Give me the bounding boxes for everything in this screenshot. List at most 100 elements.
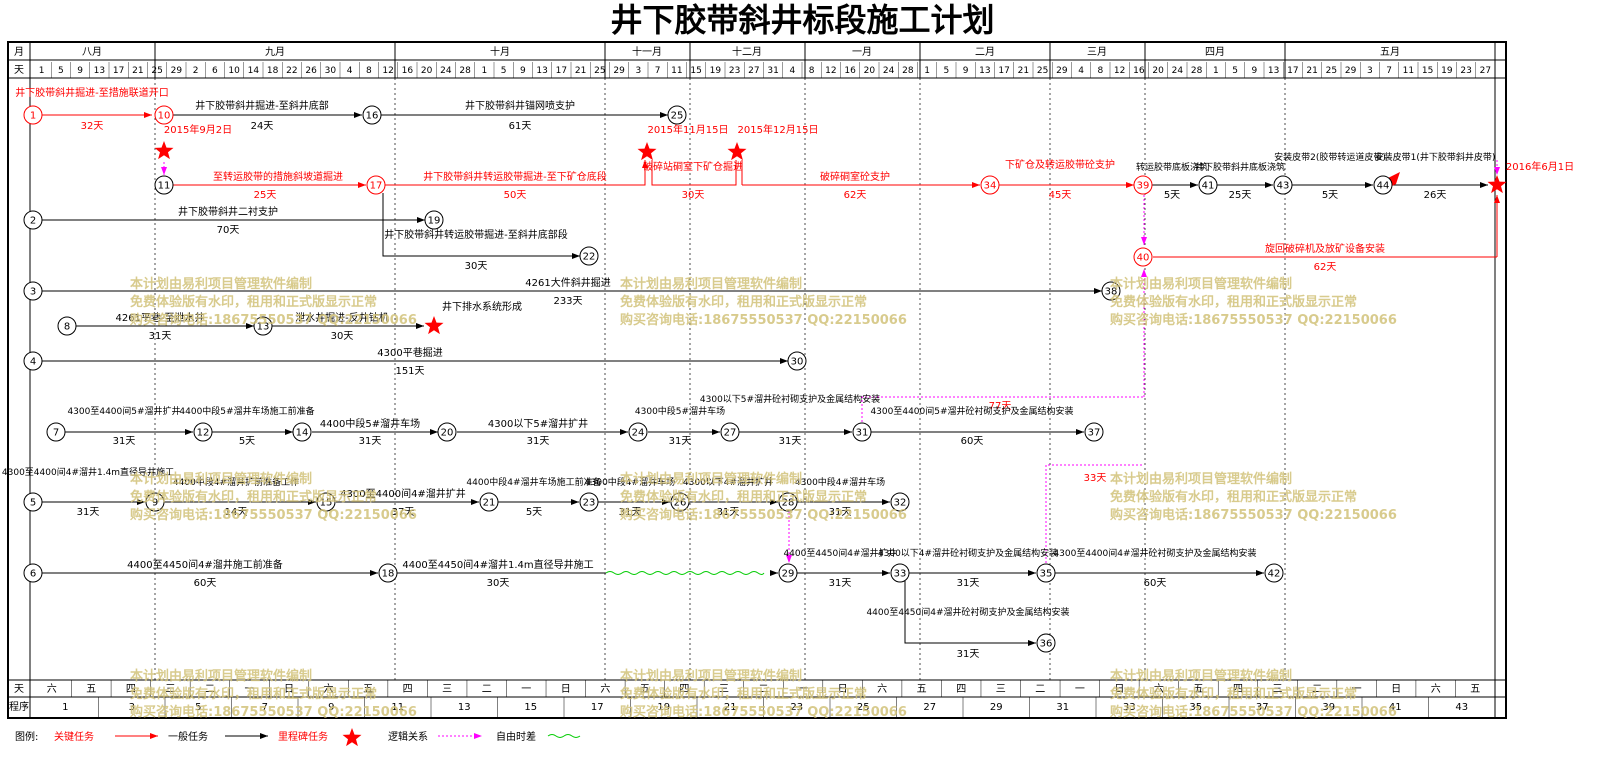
footer-number: 11 bbox=[391, 702, 404, 713]
node-circle bbox=[1036, 633, 1056, 653]
node-number: 14 bbox=[296, 428, 309, 439]
footer-weekday: 五 bbox=[86, 684, 96, 695]
chart-title: 井下胶带斜井标段施工计划 bbox=[610, 1, 995, 39]
day-label: 13 bbox=[536, 66, 547, 76]
task-36-name: 4400至4450间4#溜井砼衬砌支护及金属结构安装 bbox=[866, 606, 1069, 618]
month-oct: 十月 bbox=[490, 45, 510, 58]
day-label: 30 bbox=[325, 66, 337, 76]
footer-number: 27 bbox=[923, 702, 936, 713]
day-label: 7 bbox=[1386, 66, 1392, 76]
task-2-duration: 70天 bbox=[217, 225, 240, 236]
day-label: 26 bbox=[305, 66, 317, 76]
node-number: 39 bbox=[1137, 181, 1150, 192]
node-circle bbox=[670, 492, 690, 512]
footer-weekday: 六 bbox=[1431, 683, 1441, 695]
day-label: 16 bbox=[1133, 66, 1145, 76]
footer-day-label: 天 bbox=[14, 684, 24, 695]
day-label: 17 bbox=[998, 66, 1009, 76]
footer-weekday: 日 bbox=[1391, 684, 1401, 695]
node-circle bbox=[145, 492, 165, 512]
day-label: 23 bbox=[729, 66, 740, 76]
footer-number: 23 bbox=[790, 702, 803, 713]
task-b-name: 破碎站硐室下矿仓掘进 bbox=[643, 160, 743, 173]
footer-weekday: 一 bbox=[798, 684, 808, 695]
task-9-name: 4400中段4#溜井扩前准备工作 bbox=[173, 476, 299, 488]
task-1-duration: 32天 bbox=[81, 121, 104, 132]
node-circle bbox=[253, 316, 273, 336]
node-number: 18 bbox=[382, 569, 395, 580]
task-5-name: 4300至4400间4#溜井1.4m直径导井施工 bbox=[2, 466, 174, 478]
day-label: 29 bbox=[171, 66, 183, 76]
node-number: 21 bbox=[483, 498, 496, 509]
task-35-duration: 60天 bbox=[1144, 578, 1167, 589]
node-circle bbox=[628, 422, 648, 442]
footer-weekday: 五 bbox=[363, 684, 373, 695]
task-6-duration: 60天 bbox=[194, 578, 217, 589]
day-label: 28 bbox=[459, 66, 471, 76]
task-12-name: 4400中段5#溜井车场施工前准备 bbox=[179, 405, 314, 417]
task-36-duration: 31天 bbox=[957, 649, 980, 660]
task-14-duration: 31天 bbox=[359, 436, 382, 447]
footer-number: 39 bbox=[1322, 702, 1335, 713]
legend-title: 图例: bbox=[15, 730, 38, 743]
footer-weekday: 日 bbox=[838, 684, 848, 695]
task-24-duration: 31天 bbox=[669, 436, 692, 447]
day-label: 27 bbox=[748, 66, 759, 76]
footer-weekday: 五 bbox=[1193, 684, 1203, 695]
node-circle bbox=[1273, 175, 1293, 195]
node-circle bbox=[667, 105, 687, 125]
node-number: 22 bbox=[583, 252, 596, 263]
node-circle bbox=[366, 175, 386, 195]
day-label: 27 bbox=[1480, 66, 1491, 76]
day-label: 13 bbox=[1268, 66, 1279, 76]
day-label: 14 bbox=[248, 66, 260, 76]
node-circle bbox=[424, 210, 444, 230]
task-15-name: 4300至4400间4#溜井扩井 bbox=[340, 487, 466, 500]
footer-weekday: 一 bbox=[1075, 684, 1085, 695]
node-circle bbox=[154, 175, 174, 195]
day-label: 24 bbox=[440, 66, 452, 76]
day-label: 12 bbox=[382, 66, 393, 76]
node-number: 4 bbox=[30, 357, 36, 368]
task-23-name: 4300中段4#溜井车场 bbox=[585, 476, 675, 488]
footer-number: 5 bbox=[195, 702, 201, 713]
month-nov: 十一月 bbox=[632, 45, 662, 58]
task-24-name: 4300中段5#溜井车场 bbox=[635, 405, 725, 417]
legend-float-label: 自由时差 bbox=[496, 730, 536, 743]
milestone-2-date: 2015年11月15日 bbox=[648, 123, 729, 136]
day-label: 15 bbox=[1422, 66, 1433, 76]
day-label: 25 bbox=[594, 66, 605, 76]
node-circle bbox=[437, 422, 457, 442]
footer-weekday: 六 bbox=[877, 683, 887, 695]
footer-number: 37 bbox=[1256, 702, 1269, 713]
node-number: 44 bbox=[1377, 181, 1390, 192]
milestone-1-date: 2015年9月2日 bbox=[164, 123, 232, 136]
task-10-name: 井下胶带斜井掘进-至斜井底部 bbox=[195, 99, 329, 112]
task-21-name: 4400中段4#溜井车场施工前准备 bbox=[466, 476, 601, 488]
day-label: 20 bbox=[864, 66, 876, 76]
footer-number: 33 bbox=[1123, 702, 1136, 713]
day-label: 16 bbox=[402, 66, 414, 76]
node-number: 1 bbox=[30, 111, 36, 122]
day-label: 7 bbox=[655, 66, 661, 76]
footer-weekday: 一 bbox=[521, 684, 531, 695]
free-float-line bbox=[605, 571, 765, 575]
task-26-name: 4300以下4#溜井扩井 bbox=[683, 476, 773, 488]
node-number: 30 bbox=[791, 357, 804, 368]
day-label: 1 bbox=[1213, 66, 1219, 76]
day-label: 29 bbox=[1056, 66, 1068, 76]
task-15-duration: 37天 bbox=[392, 507, 415, 518]
task-10-duration: 24天 bbox=[251, 121, 274, 132]
footer-weekday: 日 bbox=[561, 684, 571, 695]
node-number: 20 bbox=[441, 428, 454, 439]
task-33-name: 4300以下4#溜井砼衬砌支护及金属结构安装 bbox=[878, 547, 1058, 559]
watermark-text: 本计划由易利项目管理软件编制 bbox=[130, 276, 312, 292]
node-number: 38 bbox=[1105, 287, 1118, 298]
task-12-duration: 5天 bbox=[239, 436, 255, 447]
node-circle bbox=[193, 422, 213, 442]
task-43-name: 井下胶带斜井底板浇筑 bbox=[1195, 161, 1285, 173]
legend-milestone-label: 里程碑任务 bbox=[278, 730, 328, 743]
footer-number: 3 bbox=[129, 702, 135, 713]
watermark-text: 免费体验版有水印，租用和正式版显示正常 bbox=[1110, 489, 1357, 505]
node-circle bbox=[579, 492, 599, 512]
